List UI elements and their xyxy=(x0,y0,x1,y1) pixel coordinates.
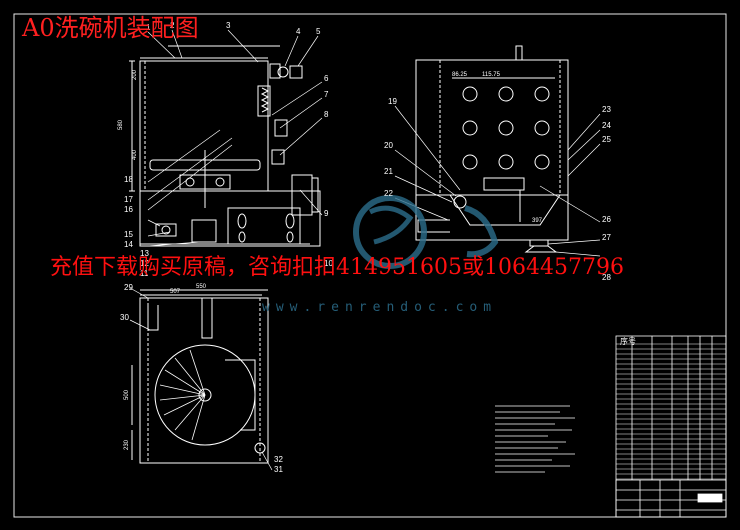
part-label-23: 23 xyxy=(602,105,611,114)
part-label-24: 24 xyxy=(602,121,611,130)
part-label-22: 22 xyxy=(384,189,393,198)
bom-rows xyxy=(616,343,726,480)
download-banner[interactable]: 充值下载购买原稿，咨询扣扣414951605或1064457796 xyxy=(50,255,624,280)
top-tank-outline xyxy=(139,297,269,464)
top-leaders xyxy=(129,287,273,471)
side-leaders xyxy=(394,105,601,257)
part-label-27: 27 xyxy=(602,233,611,242)
part-label-5: 5 xyxy=(316,27,321,36)
part-label-28: 28 xyxy=(602,273,611,282)
part-label-21: 21 xyxy=(384,167,393,176)
drawing-title: A0洗碗机装配图 xyxy=(22,14,199,42)
part-label-8: 8 xyxy=(324,110,329,119)
part-label-26: 26 xyxy=(602,215,611,224)
dim-top-depth2: 230 xyxy=(124,439,130,450)
watermark-url: www.renrendoc.com xyxy=(262,300,498,315)
part-label-20: 20 xyxy=(384,141,393,150)
part-label-19: 19 xyxy=(388,97,397,106)
part-label-3: 3 xyxy=(226,21,231,30)
part-label-32: 32 xyxy=(274,455,283,464)
side-part-labels: 19 20 21 22 23 24 25 26 27 28 xyxy=(384,97,611,282)
dim-side-bottom: 397 xyxy=(532,218,543,224)
part-label-18: 18 xyxy=(124,175,133,184)
part-label-17: 17 xyxy=(124,195,133,204)
dim-front-mid: 400 xyxy=(132,149,138,160)
dim-top-width-outer: 550 xyxy=(196,284,207,290)
dim-side-a: 86.25 xyxy=(452,72,468,78)
part-label-25: 25 xyxy=(602,135,611,144)
part-label-13: 13 xyxy=(140,249,149,258)
part-label-16: 16 xyxy=(124,205,133,214)
part-label-30: 30 xyxy=(120,313,129,322)
title-block xyxy=(615,479,727,518)
part-label-6: 6 xyxy=(324,74,329,83)
part-label-15: 15 xyxy=(124,230,133,239)
part-label-9: 9 xyxy=(324,209,329,218)
front-view xyxy=(129,45,321,247)
dim-front-height: 580 xyxy=(118,119,124,130)
part-label-2: 2 xyxy=(170,21,175,30)
title-block-label: 序号 xyxy=(620,336,636,346)
nozzle-holes xyxy=(462,86,550,170)
dim-front-top: 200 xyxy=(132,69,138,80)
dim-top-width-inner: 507 xyxy=(170,289,181,295)
part-label-10: 10 xyxy=(324,259,333,268)
front-tank-outline xyxy=(139,60,269,192)
part-label-29: 29 xyxy=(124,283,133,292)
part-label-7: 7 xyxy=(324,90,329,99)
dim-side-b: 115.75 xyxy=(482,72,501,78)
top-view xyxy=(131,289,269,464)
side-view xyxy=(415,45,569,253)
side-tank-outline xyxy=(415,59,569,196)
dim-top-depth: 500 xyxy=(124,389,130,400)
front-leaders xyxy=(147,29,323,247)
watermark-logo-icon xyxy=(353,195,499,269)
technical-notes xyxy=(495,405,575,473)
part-label-11: 11 xyxy=(140,269,149,278)
part-label-31: 31 xyxy=(274,465,283,474)
part-label-4: 4 xyxy=(296,27,301,36)
part-label-1: 1 xyxy=(146,23,151,32)
part-label-14: 14 xyxy=(124,240,133,249)
part-label-12: 12 xyxy=(140,259,149,268)
drawing-frame xyxy=(13,13,727,518)
